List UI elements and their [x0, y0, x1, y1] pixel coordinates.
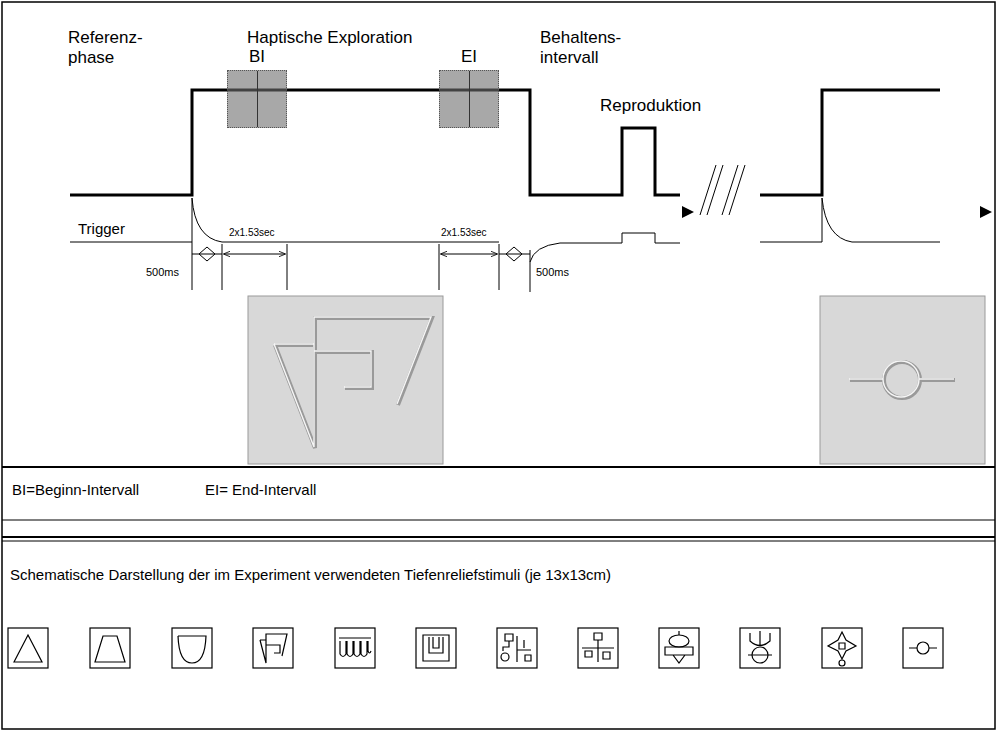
break-mark [700, 165, 745, 215]
duration-label: 2x1.53sec [441, 227, 487, 239]
duration-label: 500ms [536, 266, 569, 279]
panel-separator [2, 520, 995, 521]
trigger-trace [760, 198, 940, 242]
section-caption: Schematische Darstellung der im Experime… [10, 566, 611, 584]
phase-heading: Haptische Exploration [247, 28, 412, 48]
tick-line [192, 198, 530, 292]
trigger-trace [70, 198, 680, 262]
signal-trace [760, 90, 940, 195]
interval-divider [257, 71, 258, 127]
interval-divider [469, 71, 470, 127]
interval-label: EI [440, 47, 498, 67]
continuation-arrow [682, 206, 694, 218]
duration-label: 500ms [146, 266, 179, 279]
interval-box: EI [439, 70, 499, 128]
interval-arrow [224, 254, 285, 255]
stimulus-icon-row [8, 628, 943, 668]
signal-trace [70, 90, 680, 195]
phase-heading: Behaltens- intervall [540, 28, 634, 69]
continuation-arrow [980, 206, 992, 218]
relief-stimulus-photo [248, 296, 443, 464]
phase-heading: Referenz- phase [68, 28, 152, 69]
duration-label: 2x1.53sec [229, 227, 275, 239]
delay-marker [192, 247, 530, 261]
panel-separator [2, 541, 995, 542]
interval-label: BI [228, 47, 286, 67]
phase-heading: Reproduktion [600, 96, 701, 116]
abbreviation-note: BI=Beginn-Intervall [12, 481, 139, 499]
signal-name: Trigger [78, 220, 125, 238]
interval-box: BI [227, 70, 287, 128]
interval-arrow [441, 254, 497, 255]
relief-stimulus-photo [820, 296, 985, 464]
panel-separator [2, 466, 995, 468]
abbreviation-note: EI= End-Intervall [205, 481, 316, 499]
panel-separator [2, 536, 995, 538]
